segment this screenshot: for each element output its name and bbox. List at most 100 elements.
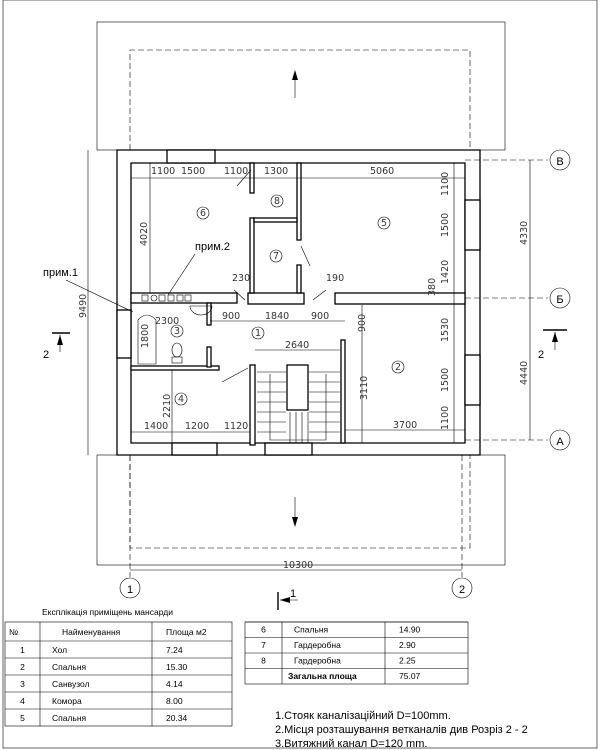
dim-text: 1400 xyxy=(144,421,168,432)
room-number-circle xyxy=(170,324,184,338)
room-number: 2 xyxy=(395,362,401,373)
dim-text: 900 xyxy=(311,311,329,322)
window xyxy=(166,149,216,164)
toilet-icon xyxy=(171,342,183,358)
room-number: 1 xyxy=(255,328,261,339)
dim-text: 900 xyxy=(357,314,368,332)
note-1: 1.Стояк каналізаційний D=100mm. xyxy=(275,710,451,722)
dim-text: 10300 xyxy=(283,560,313,571)
axis-label-1: 1 xyxy=(127,584,133,596)
table-header: № xyxy=(9,627,18,637)
roof-top xyxy=(96,21,506,151)
dim-text: 1100 xyxy=(224,166,248,177)
room-numbers: 1 2 3 4 5 6 7 8 xyxy=(170,194,405,406)
door-swing xyxy=(221,367,249,383)
dim-text: 3700 xyxy=(393,420,417,431)
axis-label-v: В xyxy=(556,156,563,168)
room-number: 7 xyxy=(273,251,279,262)
room-number-circle xyxy=(377,216,391,230)
dim-text: 1100 xyxy=(151,166,175,177)
room-number: 3 xyxy=(174,326,180,337)
note-callout-2: прим.2 xyxy=(195,241,230,253)
door-swing xyxy=(300,245,311,267)
room-number: 4 xyxy=(178,394,184,405)
room-number: 6 xyxy=(200,208,206,219)
dim-text: 1300 xyxy=(264,166,288,177)
bathroom-fixtures xyxy=(137,305,213,365)
dim-text: 190 xyxy=(326,273,344,284)
table-row: Загальна площа 75.07 xyxy=(288,671,421,681)
table-header: Площа м2 xyxy=(166,627,207,637)
cell-name: Санвузол xyxy=(52,679,90,689)
room-number: 5 xyxy=(381,218,387,229)
dim-text: 9490 xyxy=(78,294,89,318)
dimension-texts: 1100 1500 1100 1300 5060 4020 9490 1100 … xyxy=(78,166,530,571)
arrow-up-icon xyxy=(552,332,558,342)
interior-walls xyxy=(130,162,466,446)
dim-text: 1800 xyxy=(140,324,151,348)
cell-area: 2.25 xyxy=(399,656,416,666)
dim-text: 900 xyxy=(222,311,240,322)
cell-name: Спальня xyxy=(294,625,329,635)
note-callout-1: прим.1 xyxy=(43,267,78,279)
dim-text: 1120 xyxy=(224,421,248,432)
arrow-up-icon xyxy=(57,335,63,345)
dim-text: 1500 xyxy=(181,166,205,177)
dim-text: 1500 xyxy=(440,213,451,237)
cell-name: Гардеробна xyxy=(294,640,341,650)
table-title: Експлікація приміщень мансарди xyxy=(42,607,173,617)
staircase xyxy=(257,364,340,443)
dim-text: 1420 xyxy=(440,260,451,284)
arrow-left-icon xyxy=(280,597,290,603)
dim-text: 1100 xyxy=(440,172,451,196)
cell-area: 14.90 xyxy=(399,625,421,635)
cell-number: 4 xyxy=(20,696,25,706)
section-label: 1 xyxy=(290,588,296,600)
note-3: 3.Витяжний канал D=120 mm. xyxy=(275,738,427,750)
cell-number: 2 xyxy=(20,662,25,672)
section-mark-bottom: 1 xyxy=(277,588,298,610)
vent-channels xyxy=(141,294,192,302)
dim-text: 1500 xyxy=(440,368,451,392)
section-label: 2 xyxy=(43,349,49,361)
cell-area: 4.14 xyxy=(166,679,183,689)
dimension-lines xyxy=(87,150,531,571)
cell-area: 75.07 xyxy=(399,671,421,681)
leader-line xyxy=(65,279,134,313)
cell-number: 8 xyxy=(261,656,266,666)
dim-text: 380 xyxy=(427,278,438,296)
cell-area: 7.24 xyxy=(166,645,183,655)
dim-text: 5060 xyxy=(370,166,394,177)
dim-text: 1100 xyxy=(440,406,451,430)
axis-label-b: Б xyxy=(556,294,563,306)
dim-text: 230 xyxy=(232,273,250,284)
dim-text: 4440 xyxy=(519,361,530,385)
room-number: 8 xyxy=(274,196,280,207)
axis-label-a: А xyxy=(556,436,564,448)
cell-number: 5 xyxy=(20,713,25,723)
dim-text: 2640 xyxy=(285,340,309,351)
window xyxy=(464,354,481,406)
cell-name: Загальна площа xyxy=(288,671,357,681)
dim-text: 2210 xyxy=(162,394,173,418)
axis-label-2: 2 xyxy=(459,584,465,596)
dim-text: 1530 xyxy=(440,318,451,342)
window xyxy=(171,442,218,456)
table-border xyxy=(4,621,233,727)
cell-number: 1 xyxy=(20,645,25,655)
sewer-riser-icon xyxy=(150,294,158,302)
roof-bottom xyxy=(96,454,506,566)
cell-number: 7 xyxy=(261,640,266,650)
table-header: Найменування xyxy=(62,627,121,637)
cell-area: 8.00 xyxy=(166,696,183,706)
